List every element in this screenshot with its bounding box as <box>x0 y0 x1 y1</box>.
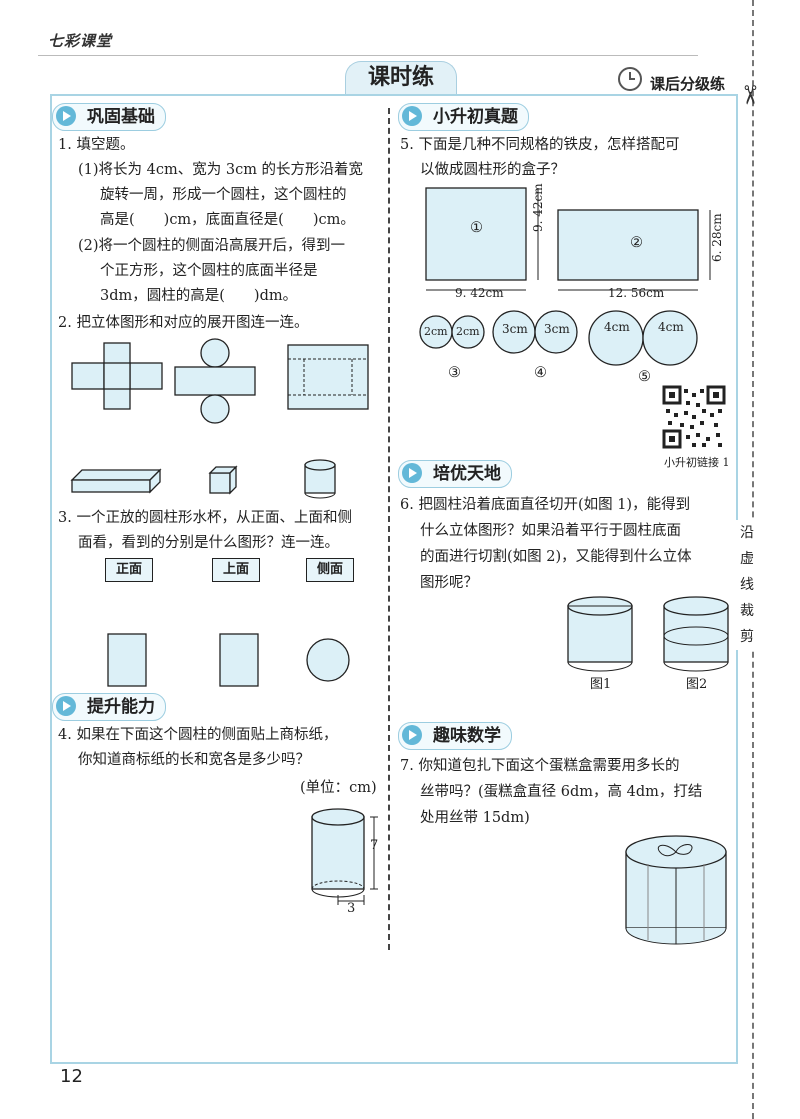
sheet2-bottom: 12. 56cm <box>608 286 665 300</box>
q7-line2: 丝带吗？(蛋糕盒直径 6dm，高 4dm，打结 <box>420 784 703 800</box>
clock-icon <box>618 67 642 91</box>
fig2-caption: 图2 <box>686 677 708 692</box>
sheet1-side: 9. 42cm <box>531 183 545 232</box>
q3-view-shapes <box>107 633 350 687</box>
circle-3-b: 3cm <box>544 322 570 336</box>
q3-line2: 面看，看到的分别是什么图形？连一连。 <box>78 535 339 551</box>
qr-code[interactable] <box>662 385 726 449</box>
q5-sheets <box>425 187 711 291</box>
section-header-fun: 趣味数学 <box>398 722 512 750</box>
circle-tag-4: ④ <box>534 365 547 381</box>
fig1-caption: 图1 <box>590 677 612 692</box>
circle-2-b: 2cm <box>456 325 480 338</box>
play-icon <box>402 725 422 745</box>
q6-line1: 6. 把圆柱沿着底面直径切开(如图 1)，能得到 <box>400 497 691 513</box>
view-front-label: 正面 <box>105 558 153 582</box>
q6-line4: 图形呢？ <box>420 575 478 591</box>
play-icon <box>56 696 76 716</box>
q1-part2-line2: 个正方形，这个圆柱的底面半径是 <box>100 263 318 279</box>
q6-line2: 什么立体图形？如果沿着平行于圆柱底面 <box>420 523 681 539</box>
column-divider <box>388 108 390 950</box>
q4-cylinder <box>311 808 378 905</box>
section-header-improve: 提升能力 <box>52 693 166 721</box>
q7-line3: 处用丝带 15dm) <box>420 810 530 826</box>
q3-line1: 3. 一个正放的圆柱形水杯，从正面、上面和侧 <box>58 510 352 526</box>
q5-circles <box>419 310 698 366</box>
sheet1-bottom: 9. 42cm <box>455 286 504 300</box>
scissors-icon: ✂ <box>733 84 764 106</box>
play-icon <box>402 106 422 126</box>
q4-radius-label: 3 <box>347 901 356 916</box>
section-header-consolidate: 巩固基础 <box>52 103 166 131</box>
q2-stem: 2. 把立体图形和对应的展开图连一连。 <box>58 315 309 331</box>
circle-tag-3: ③ <box>448 365 461 381</box>
cut-instruction: 沿虚线裁剪 <box>736 520 758 650</box>
rect-sheet <box>557 209 699 281</box>
sheet2-side: 6. 28cm <box>710 213 724 262</box>
circle-2-a: 2cm <box>424 325 448 338</box>
qr-caption: 小升初链接 1 <box>664 456 730 469</box>
section-header-exam: 小升初真题 <box>398 103 529 131</box>
circle-4-b: 4cm <box>658 320 684 334</box>
cuboid-net <box>287 344 369 410</box>
circle-3-a: 3cm <box>502 322 528 336</box>
sheet1-label: ① <box>470 220 483 236</box>
q4-line1: 4. 如果在下面这个圆柱的侧面贴上商标纸， <box>58 727 338 743</box>
q1-part1-line2: 旋转一周，形成一个圆柱，这个圆柱的 <box>100 187 347 203</box>
q5-line2: 以做成圆柱形的盒子？ <box>420 162 565 178</box>
q6-figures <box>567 596 729 672</box>
square-sheet <box>425 187 527 281</box>
cube-solid <box>208 465 238 495</box>
circle-view <box>306 638 350 682</box>
circle-tag-5: ⑤ <box>638 369 651 385</box>
cylinder-net <box>174 338 256 424</box>
q4-line2: 你知道商标纸的长和宽各是多少吗？ <box>78 752 310 768</box>
q6-line3: 的面进行切割(如图 2)，又能得到什么立体 <box>420 549 692 565</box>
q1-part2-line1: (2)将一个圆柱的侧面沿高展开后，得到一 <box>78 238 346 254</box>
rectangle-view <box>107 633 147 687</box>
q1-part1-line1: (1)将长为 4cm、宽为 3cm 的长方形沿着宽 <box>78 162 364 178</box>
level-label: 课后分级练 <box>650 75 726 93</box>
q2-figures <box>70 338 369 499</box>
view-side-label: 侧面 <box>306 558 354 582</box>
rectangle-view <box>219 633 259 687</box>
header-rule <box>38 55 698 56</box>
sheet2-label: ② <box>630 235 643 251</box>
cylinder-solid <box>304 459 336 499</box>
cuboid-solid <box>70 468 162 494</box>
q4-unit: (单位：cm) <box>300 780 377 796</box>
play-icon <box>402 463 422 483</box>
q1-part1-line3: 高是( )cm，底面直径是( )cm。 <box>100 212 355 228</box>
play-icon <box>56 106 76 126</box>
page-number: 12 <box>60 1066 83 1087</box>
q1-stem: 1. 填空题。 <box>58 137 135 153</box>
cake-box <box>625 835 727 945</box>
fig2-cylinder <box>663 596 729 672</box>
page-title: 课时练 <box>345 61 457 94</box>
q5-line1: 5. 下面是几种不同规格的铁皮，怎样搭配可 <box>400 137 680 153</box>
fig1-cylinder <box>567 596 633 672</box>
brand-logo: 七彩课堂 <box>48 32 113 50</box>
section-header-advanced: 培优天地 <box>398 460 512 488</box>
circle-4-a: 4cm <box>604 320 630 334</box>
view-top-label: 上面 <box>212 558 260 582</box>
q1-part2-line3: 3dm，圆柱的高是( )dm。 <box>100 288 298 304</box>
q7-line1: 7. 你知道包扎下面这个蛋糕盒需要用多长的 <box>400 758 680 774</box>
q4-height-label: 7 <box>370 838 379 853</box>
cube-net <box>71 342 163 410</box>
